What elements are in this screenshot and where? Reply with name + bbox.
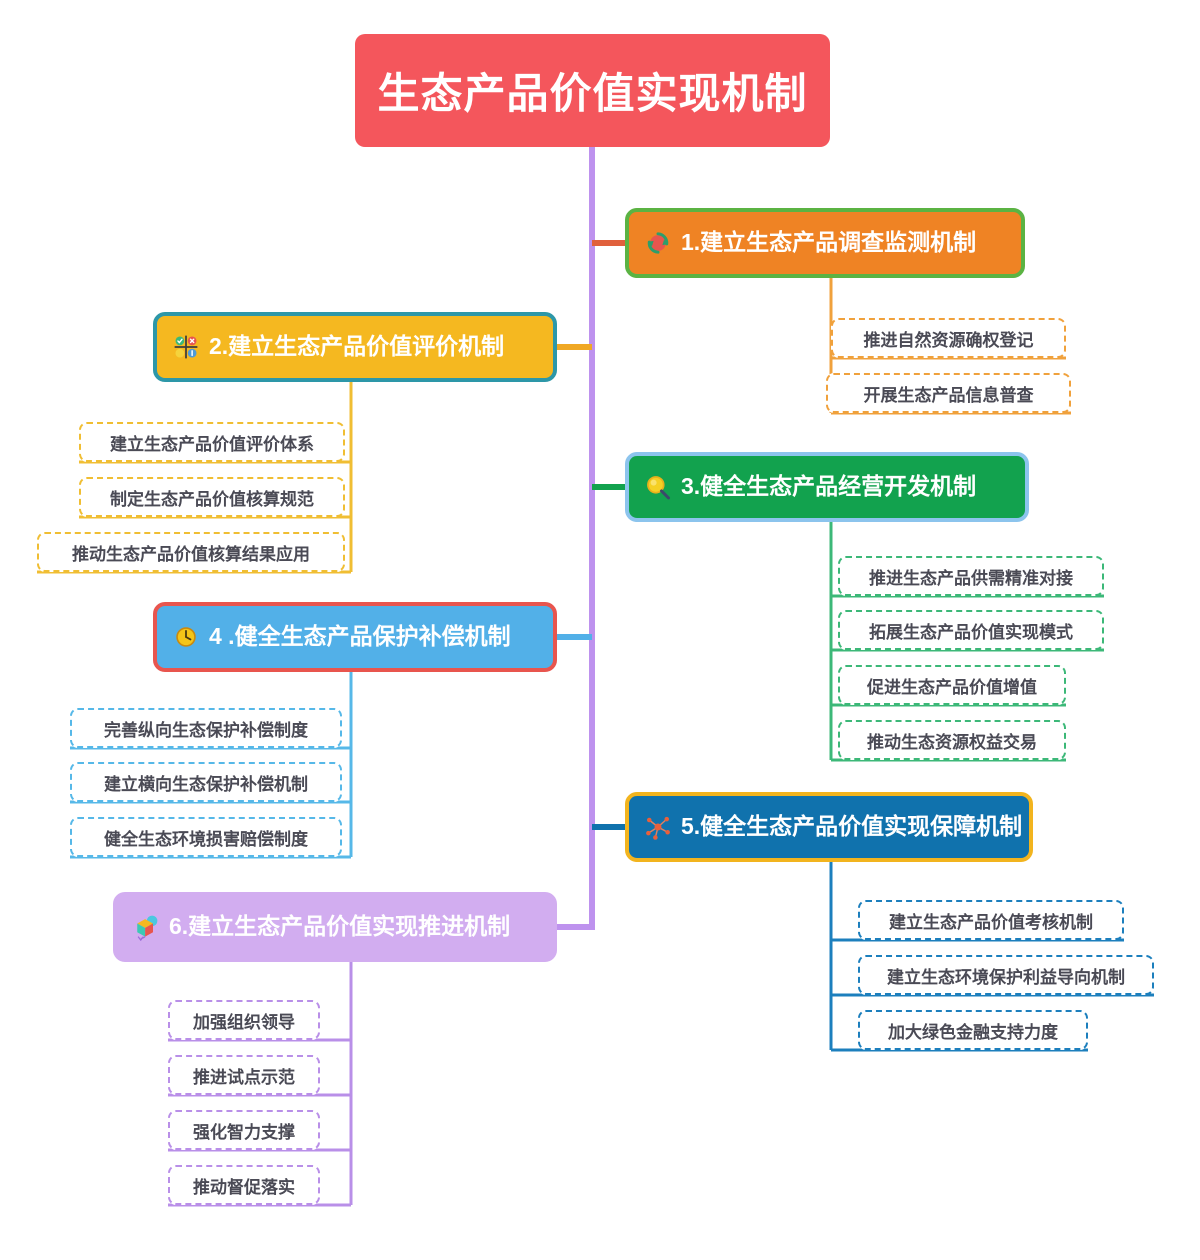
- branch-node-4[interactable]: 4 .健全生态产品保护补偿机制: [153, 602, 557, 672]
- leaf-label: 推进自然资源确权登记: [863, 330, 1034, 350]
- leaf-node[interactable]: 建立生态产品价值考核机制: [858, 900, 1124, 940]
- leaf-label: 推动生态资源权益交易: [867, 732, 1037, 752]
- leaf-label: 建立生态产品价值评价体系: [110, 434, 314, 454]
- branch-label: 2.建立生态产品价值评价机制: [209, 333, 505, 359]
- branch-label: 4 .健全生态产品保护补偿机制: [209, 623, 511, 649]
- leaf-node[interactable]: 建立生态环境保护利益导向机制: [858, 955, 1154, 995]
- root-node[interactable]: 生态产品价值实现机制: [355, 34, 830, 147]
- branch-node-2[interactable]: 2.建立生态产品价值评价机制: [153, 312, 557, 382]
- leaf-label: 加大绿色金融支持力度: [888, 1022, 1058, 1042]
- leaf-node[interactable]: 强化智力支撑: [168, 1110, 320, 1150]
- clock-icon: [171, 622, 201, 652]
- matrix-grid-icon: [171, 332, 201, 362]
- leaf-label: 制定生态产品价值核算规范: [110, 489, 314, 509]
- branch-node-3[interactable]: 3.健全生态产品经营开发机制: [625, 452, 1029, 522]
- leaf-node[interactable]: 加大绿色金融支持力度: [858, 1010, 1088, 1050]
- leaf-label: 开展生态产品信息普查: [863, 385, 1034, 405]
- leaf-label: 完善纵向生态保护补偿制度: [104, 720, 308, 740]
- leaf-label: 推进试点示范: [193, 1067, 295, 1087]
- leaf-node[interactable]: 拓展生态产品价值实现模式: [838, 610, 1104, 650]
- leaf-node[interactable]: 开展生态产品信息普查: [826, 373, 1071, 413]
- leaf-label: 推动生态产品价值核算结果应用: [72, 544, 310, 564]
- leaf-node[interactable]: 推动督促落实: [168, 1165, 320, 1205]
- leaf-label: 建立横向生态保护补偿机制: [104, 774, 308, 794]
- leaf-label: 推进生态产品供需精准对接: [869, 568, 1073, 588]
- gift-cube-balloon-icon: [131, 912, 161, 942]
- root-label: 生态产品价值实现机制: [377, 70, 808, 117]
- branch-node-6[interactable]: 6.建立生态产品价值实现推进机制: [113, 892, 557, 962]
- leaf-node[interactable]: 健全生态环境损害赔偿制度: [70, 817, 342, 857]
- leaf-node[interactable]: 完善纵向生态保护补偿制度: [70, 708, 342, 748]
- branch-label: 3.健全生态产品经营开发机制: [681, 473, 977, 499]
- branch-label: 5.健全生态产品价值实现保障机制: [681, 813, 1023, 839]
- magnifier-icon: [643, 472, 673, 502]
- branch-node-1[interactable]: 1.建立生态产品调查监测机制: [625, 208, 1025, 278]
- leaf-node[interactable]: 推动生态产品价值核算结果应用: [37, 532, 345, 572]
- leaf-node[interactable]: 推进自然资源确权登记: [831, 318, 1066, 358]
- leaf-node[interactable]: 推进试点示范: [168, 1055, 320, 1095]
- leaf-node[interactable]: 制定生态产品价值核算规范: [79, 477, 345, 517]
- leaf-label: 促进生态产品价值增值: [867, 677, 1037, 697]
- leaf-node[interactable]: 推动生态资源权益交易: [838, 720, 1066, 760]
- branch-label: 6.建立生态产品价值实现推进机制: [169, 913, 511, 939]
- leaf-label: 健全生态环境损害赔偿制度: [104, 829, 308, 849]
- leaf-node[interactable]: 促进生态产品价值增值: [838, 665, 1066, 705]
- leaf-node[interactable]: 建立生态产品价值评价体系: [79, 422, 345, 462]
- branch-label: 1.建立生态产品调查监测机制: [681, 229, 977, 255]
- leaf-label: 强化智力支撑: [193, 1122, 295, 1142]
- leaf-label: 拓展生态产品价值实现模式: [869, 622, 1073, 642]
- branch-node-5[interactable]: 5.健全生态产品价值实现保障机制: [625, 792, 1033, 862]
- network-nodes-icon: [643, 812, 673, 842]
- leaf-node[interactable]: 推进生态产品供需精准对接: [838, 556, 1104, 596]
- leaf-label: 建立生态产品价值考核机制: [889, 912, 1093, 932]
- leaf-label: 建立生态环境保护利益导向机制: [887, 967, 1125, 987]
- leaf-label: 加强组织领导: [193, 1012, 295, 1032]
- leaf-node[interactable]: 建立横向生态保护补偿机制: [70, 762, 342, 802]
- leaf-node[interactable]: 加强组织领导: [168, 1000, 320, 1040]
- leaf-label: 推动督促落实: [193, 1177, 295, 1197]
- recycle-icon: [643, 228, 673, 258]
